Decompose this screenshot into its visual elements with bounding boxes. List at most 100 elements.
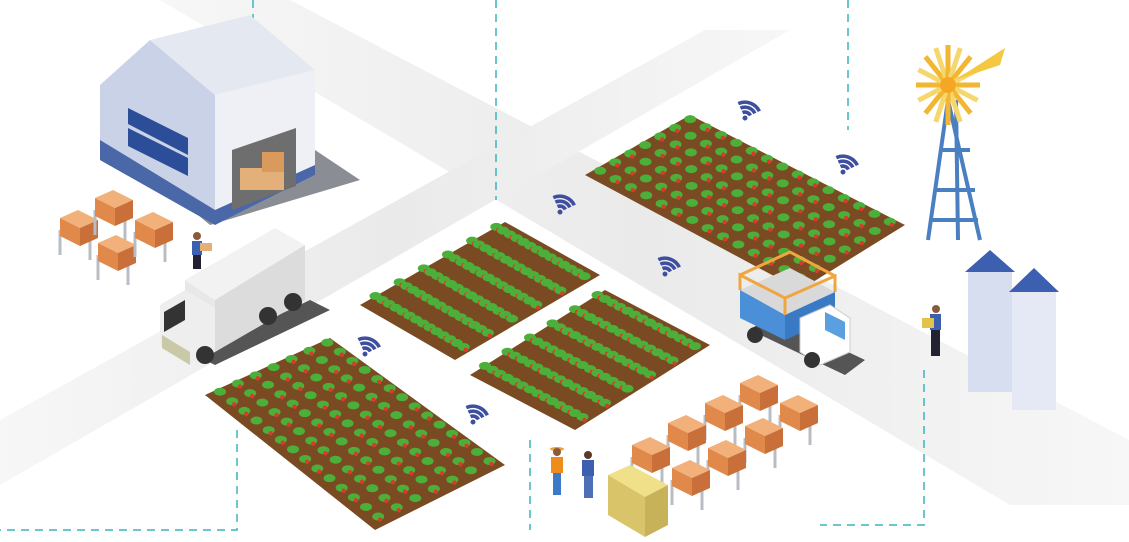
plant-leaves [823, 220, 836, 229]
strawberry [408, 470, 414, 476]
strawberry [353, 498, 359, 503]
plant-leaves [731, 206, 744, 215]
wifi-icon [657, 256, 681, 277]
wifi-dot [362, 351, 368, 357]
wifi-arc [835, 154, 859, 167]
crate-front [765, 428, 783, 454]
strawberry [766, 159, 772, 164]
crate-front [800, 405, 818, 431]
strawberry [445, 452, 451, 458]
strawberry [705, 127, 710, 133]
strawberry [813, 234, 819, 239]
strawberry [372, 442, 377, 448]
strawberry [366, 461, 371, 466]
plant-leaves [685, 181, 698, 190]
strawberry [798, 209, 803, 214]
strawberry [813, 200, 818, 205]
strawberry [340, 396, 346, 402]
farmer-with-tablet [582, 451, 594, 498]
strawberry [720, 135, 726, 141]
strawberry [463, 347, 468, 353]
wifi-arc [737, 100, 761, 113]
strawberry [675, 145, 680, 150]
plant-leaves [868, 226, 881, 235]
crop-row [609, 158, 821, 274]
wifi-arc [739, 105, 757, 115]
strawberry [615, 179, 620, 185]
strawberry [752, 202, 757, 207]
wifi-icon [552, 194, 576, 215]
plant-leaves [776, 179, 789, 188]
crate-top [668, 415, 706, 433]
strawberry [844, 250, 850, 255]
crate-top [740, 375, 778, 393]
crate-top [95, 190, 133, 208]
strawberry [396, 461, 402, 466]
strawberry [582, 417, 587, 423]
strawberry [378, 517, 383, 522]
strawberry [707, 211, 712, 217]
crate-top [780, 395, 818, 413]
plant-leaves [823, 237, 836, 246]
crop-row [466, 236, 567, 296]
crate-rack [670, 460, 710, 510]
crate-top [135, 212, 173, 230]
wifi-arc [359, 341, 377, 351]
plant-leaves [689, 342, 701, 351]
plant-leaves [292, 427, 305, 436]
plant-leaves [823, 254, 836, 263]
crate-side [740, 383, 760, 411]
plant-leaves [640, 191, 653, 200]
strawberry [280, 440, 286, 445]
wifi-arc [661, 266, 672, 273]
strawberry [767, 193, 772, 198]
wifi-arc [837, 159, 855, 169]
strawberry [316, 423, 322, 428]
strawberry [721, 185, 727, 191]
strawberry [464, 443, 469, 449]
crate-front [728, 450, 746, 476]
crate-front [688, 425, 706, 451]
strawberry [489, 461, 494, 467]
strawberry [722, 219, 727, 225]
strawberry [674, 128, 680, 134]
plant-leaves [822, 186, 835, 195]
strawberry [752, 185, 757, 190]
plant-leaves [777, 230, 790, 239]
strawberry [721, 152, 726, 157]
strawberry [798, 243, 804, 248]
strawberry [334, 369, 339, 375]
strawberry [390, 479, 395, 485]
warehouse [100, 15, 360, 225]
strawberry [661, 204, 666, 209]
crop-row [654, 132, 866, 246]
plant-leaves [298, 409, 311, 418]
crate-top [705, 395, 743, 413]
windmill [916, 45, 1005, 241]
crop-row [639, 141, 851, 255]
strawberry [676, 178, 681, 184]
strawberry [311, 441, 316, 446]
strawberry [309, 351, 314, 357]
crate-rack [666, 415, 706, 465]
box-stack [608, 465, 668, 537]
strawberry [487, 333, 493, 339]
crate-front [692, 470, 710, 496]
strawberry [304, 459, 310, 465]
strawberry [329, 432, 334, 438]
crop-row [231, 379, 403, 513]
plant-leaves [287, 445, 300, 454]
strawberry [705, 144, 711, 149]
crop-row [501, 347, 611, 408]
strawberry [414, 407, 419, 412]
plant-leaves [214, 387, 227, 396]
plant-leaves [685, 165, 698, 174]
crate-rack [738, 375, 778, 425]
plant-leaves [358, 365, 371, 374]
crate-side [95, 198, 115, 226]
crate-side [60, 218, 80, 246]
crop-row [369, 292, 470, 353]
strawberry [452, 480, 457, 485]
